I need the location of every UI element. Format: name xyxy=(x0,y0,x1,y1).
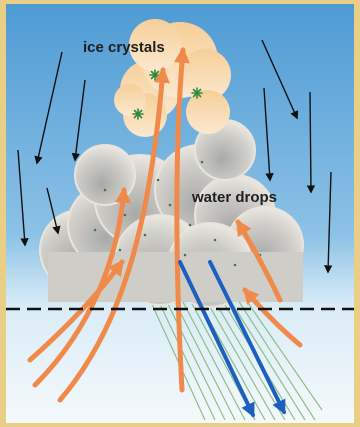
water-drops-label: water drops xyxy=(191,189,277,206)
ice-crystal-icon xyxy=(192,88,202,98)
ice-crystals-label: ice crystals xyxy=(83,39,165,56)
ice-crystal-icon xyxy=(133,109,143,119)
ice-crystal-icon xyxy=(150,70,160,80)
air-arrow-icon xyxy=(310,92,311,192)
